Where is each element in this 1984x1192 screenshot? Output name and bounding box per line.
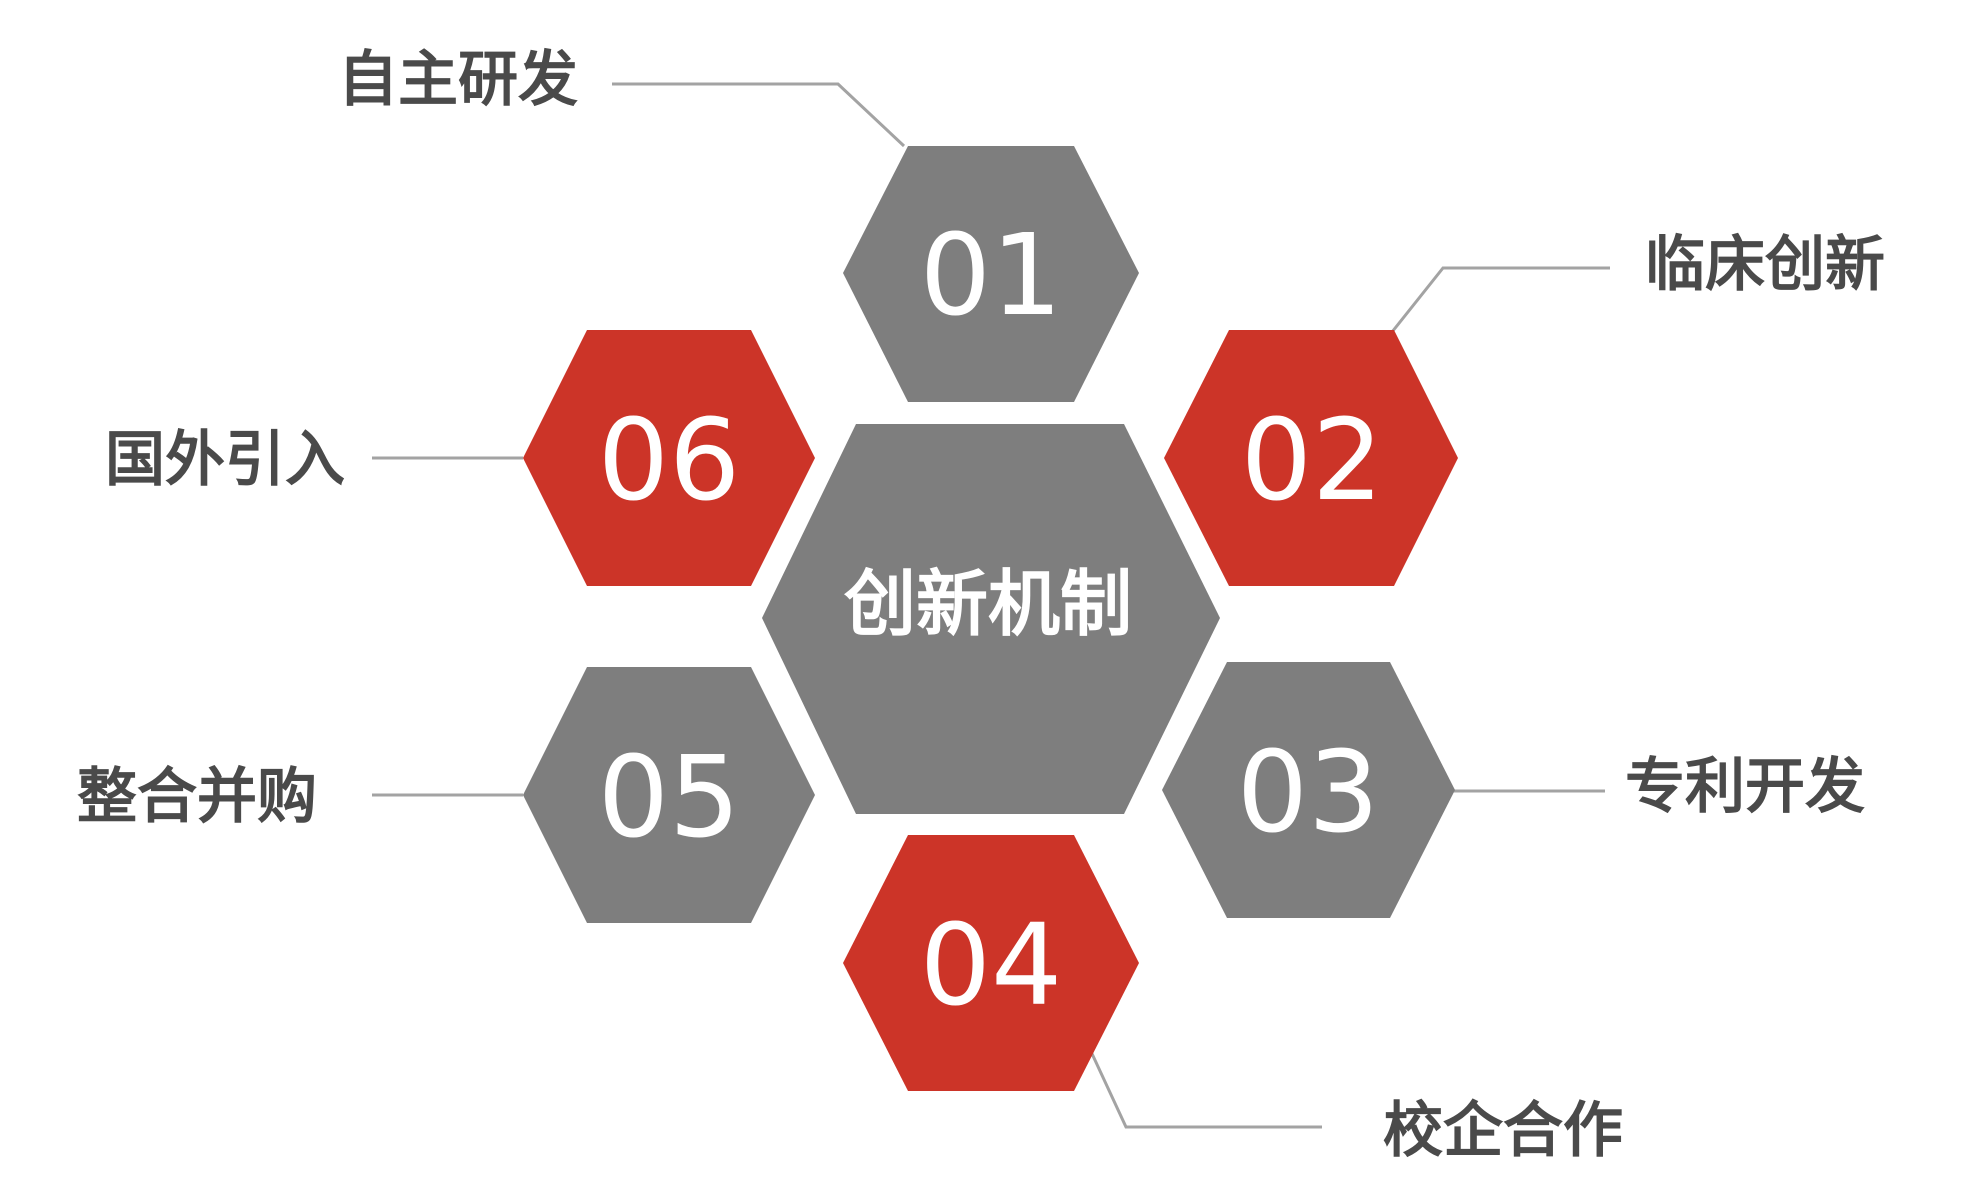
center-label: 创新机制 [844, 562, 1132, 646]
label-04: 校企合作 [1383, 1096, 1623, 1166]
hexagon-03-number: 03 [1237, 728, 1380, 858]
hexagon-06-number: 06 [598, 396, 741, 526]
label-02: 临床创新 [1645, 230, 1885, 300]
center-hexagon: 创新机制 [762, 424, 1220, 814]
hexagon-04-number: 04 [920, 901, 1063, 1031]
label-03: 专利开发 [1625, 752, 1865, 822]
hexagon-06-shape [523, 330, 815, 586]
hexagon-02: 02 [1164, 330, 1458, 586]
hexagon-03-shape [1162, 662, 1455, 918]
label-06: 国外引入 [105, 425, 345, 495]
hexagon-06: 06 [523, 330, 815, 586]
outer-labels: 自主研发 临床创新 专利开发 校企合作 整合并购 国外引入 [77, 45, 1885, 1166]
hexagon-01: 01 [843, 146, 1139, 402]
label-01: 自主研发 [338, 45, 578, 115]
connector-01 [612, 82, 906, 148]
hexagon-05-number: 05 [598, 733, 741, 863]
hexagon-01-shape [843, 146, 1139, 402]
hexagon-01-number: 01 [920, 211, 1063, 341]
hexagon-02-shape [1164, 330, 1458, 586]
hexagon-04-shape [843, 835, 1139, 1091]
hexagon-02-number: 02 [1241, 396, 1384, 526]
center-hexagon-shape [762, 424, 1220, 814]
hexagon-03: 03 [1162, 662, 1455, 918]
connector-02 [1390, 266, 1610, 333]
connector-04 [1073, 1016, 1322, 1129]
label-05: 整合并购 [77, 762, 317, 832]
hexagon-05-shape [523, 667, 815, 923]
hexagon-04: 04 [843, 835, 1139, 1091]
hexagon-05: 05 [523, 667, 815, 923]
